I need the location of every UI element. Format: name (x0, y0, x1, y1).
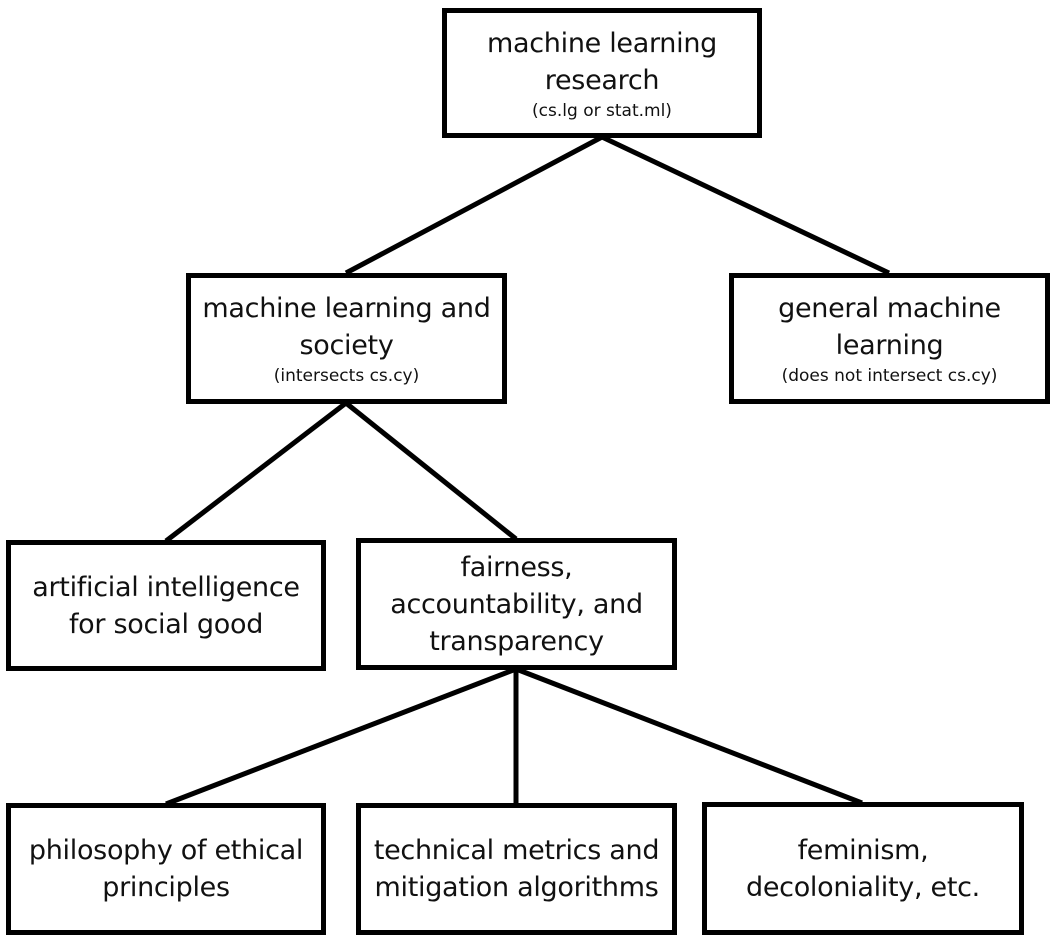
edge-society-to-fat (344, 401, 518, 541)
edge-fat-to-philosophy (165, 666, 517, 807)
node-technical-metrics: technical metrics and mitigation algorit… (356, 803, 677, 935)
edge-fat-to-feminism (515, 666, 863, 806)
node-title: machine learning research (487, 27, 717, 96)
node-general-machine-learning: general machine learning (does not inter… (729, 273, 1050, 404)
node-title: feminism, decoloniality, etc. (746, 834, 980, 903)
node-philosophy-of-ethical-principles: philosophy of ethical principles (6, 803, 326, 935)
node-subtitle: (intersects cs.cy) (273, 366, 420, 386)
node-subtitle: (cs.lg or stat.ml) (532, 100, 672, 121)
edge-root-to-society (344, 134, 604, 276)
node-machine-learning-and-society: machine learning and society (intersects… (186, 273, 507, 404)
node-title: machine learning and society (202, 293, 491, 361)
node-title: general machine learning (778, 293, 1001, 361)
edge-root-to-general (600, 134, 891, 276)
node-subtitle: (does not intersect cs.cy) (781, 366, 998, 386)
node-feminism-decoloniality: feminism, decoloniality, etc. (702, 802, 1024, 935)
node-title: technical metrics and mitigation algorit… (373, 835, 660, 903)
node-fairness-accountability-transparency: fairness, accountability, and transparen… (356, 538, 677, 670)
edge-society-to-ai-good (164, 401, 348, 543)
node-ai-for-social-good: artificial intelligence for social good (6, 540, 326, 671)
node-title: philosophy of ethical principles (28, 835, 304, 903)
node-title: artificial intelligence for social good (32, 571, 300, 640)
node-machine-learning-research: machine learning research (cs.lg or stat… (442, 8, 762, 138)
node-title: fairness, accountability, and transparen… (390, 551, 643, 657)
